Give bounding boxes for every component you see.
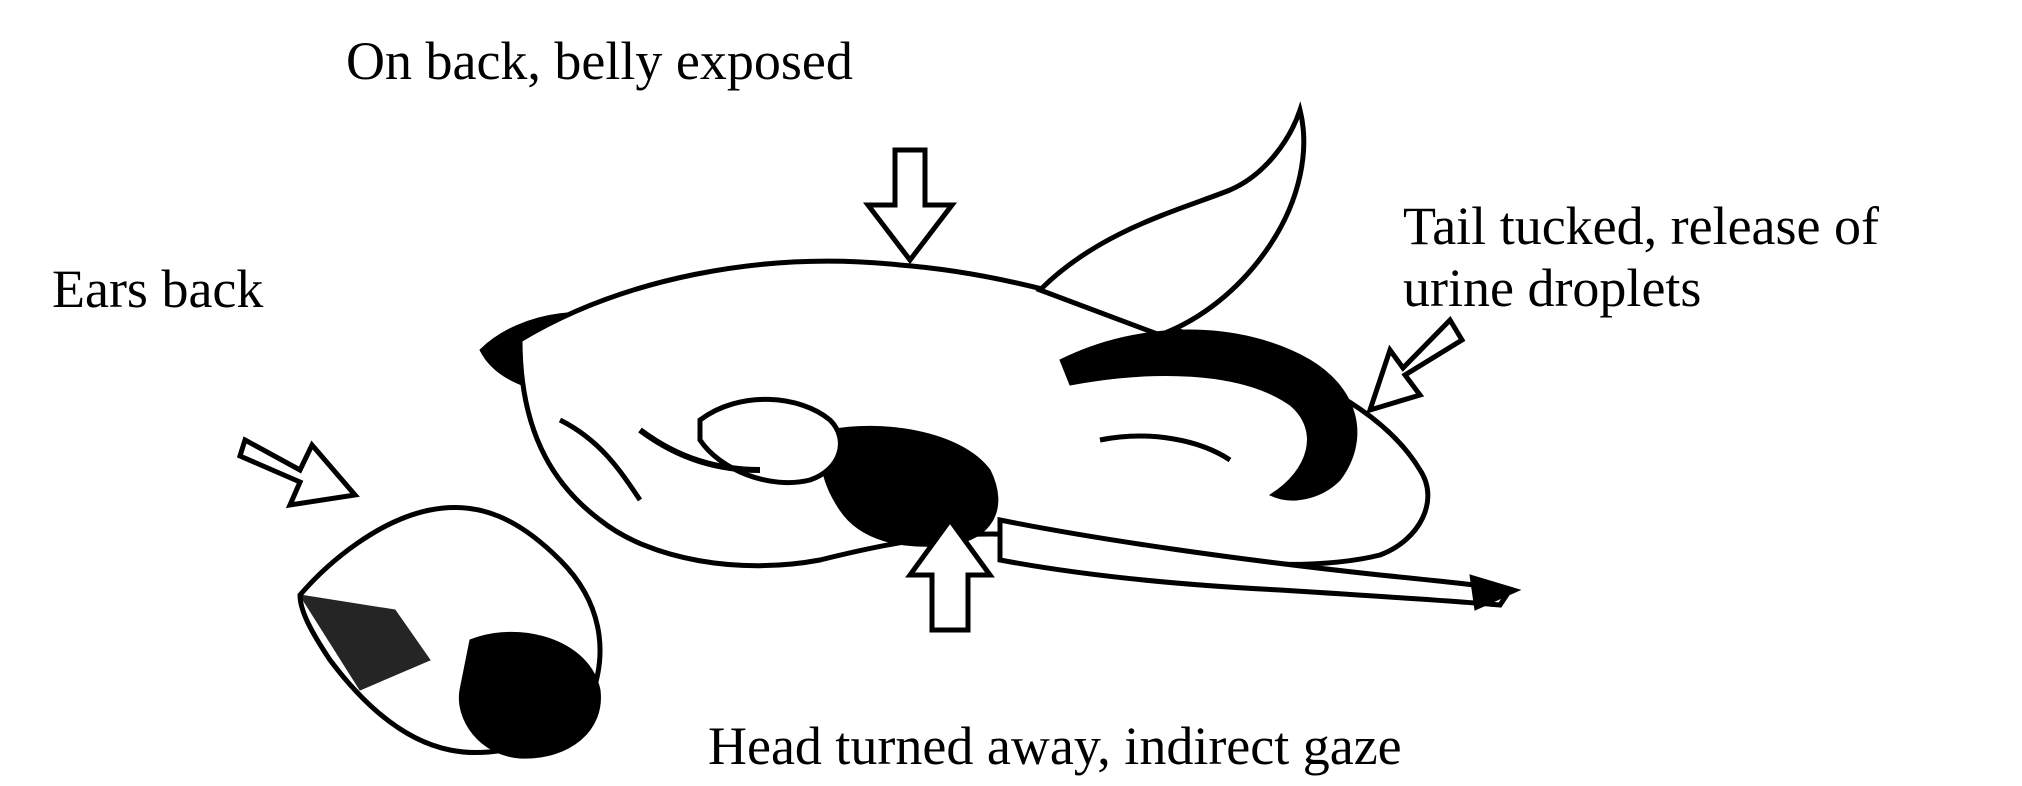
label-ears-back: Ears back — [52, 258, 263, 320]
label-tail-line-2: urine droplets — [1403, 257, 1879, 319]
label-head-turned: Head turned away, indirect gaze — [708, 715, 1402, 777]
dog-hind-leg — [1040, 110, 1304, 335]
label-tail-line-1: Tail tucked, release of — [1403, 195, 1879, 257]
left-arrow-icon — [1370, 320, 1462, 410]
right-arrow-icon — [240, 440, 355, 505]
label-belly-exposed: On back, belly exposed — [346, 30, 853, 92]
down-arrow-icon — [868, 150, 952, 260]
label-tail-tucked: Tail tucked, release of urine droplets — [1403, 195, 1879, 319]
